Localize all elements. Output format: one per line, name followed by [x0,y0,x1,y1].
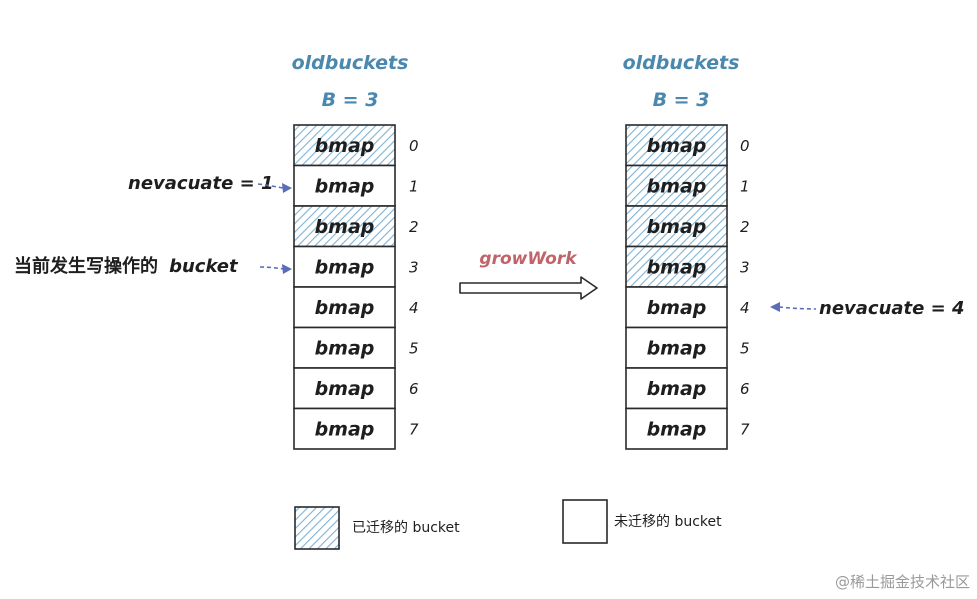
right-bucket-cell-3 [625,245,728,288]
left-nevacuate-arrow-line [257,183,285,189]
left-bucket-index-7: 7 [409,421,419,439]
right-bucket-cell-5 [625,326,728,369]
left-bucket-title: oldbuckets [292,52,409,74]
right-bucket-index-1: 1 [740,178,750,196]
right-bucket-cell-label-6: bmap [647,378,707,400]
left-bucket-index-0: 0 [409,137,419,155]
right-bucket-index-3: 3 [740,259,750,277]
legend-migrated-swatch [294,506,340,550]
growwork-transition: growWork [459,249,598,300]
legend-unmigrated-label: 未迁移的 bucket [614,514,722,530]
left-bucket-cell-label-1: bmap [315,176,375,198]
right-bucket-cell-label-5: bmap [647,338,707,360]
right-bucket-index-6: 6 [740,380,750,398]
left-write-arrow-line [259,266,285,270]
left-bucket-subtitle: B = 3 [322,89,379,111]
right-bucket-title: oldbuckets [623,52,740,74]
right-bucket-cell-label-1: bmap [647,176,707,198]
left-bucket-index-3: 3 [409,259,419,277]
left-bucket-cell-label-6: bmap [315,378,375,400]
right-bucket-index-2: 2 [740,218,750,236]
left-bucket-cell-7 [293,407,396,450]
left-bucket-cell-label-3: bmap [315,257,375,279]
right-nevacuate-label: nevacuate = 4 [819,298,965,319]
right-bucket-cells: bmap 0 bmap 1 bmap 2 bmap 3 bmap 4 bmap 5 bmap 6 bmap 7 [625,124,750,450]
right-bucket-index-7: 7 [740,421,750,439]
left-bucket-cell-label-5: bmap [315,338,375,360]
right-bucket-cell-label-7: bmap [647,419,707,441]
right-bucket-cell-label-4: bmap [647,297,707,319]
right-bucket-cell-label-3: bmap [647,257,707,279]
left-bucket-index-4: 4 [409,299,419,317]
left-nevacuate-pointer: nevacuate = 1 [128,173,292,194]
left-bucket-cell-1 [293,164,396,207]
left-bucket-cell-label-7: bmap [315,419,375,441]
right-nevacuate-arrow-line [778,306,817,310]
growwork-arrow [459,276,598,300]
right-bucket-index-4: 4 [740,299,750,317]
left-bucket-cells: bmap 0 bmap 1 bmap 2 bmap 3 bmap 4 bmap 5 bmap 6 bmap 7 [293,124,419,450]
left-bucket-index-2: 2 [409,218,419,236]
left-bucket-cell-label-4: bmap [315,297,375,319]
left-bucket-cell-0 [293,124,396,167]
left-bucket-cell-5 [293,326,396,369]
left-nevacuate-label: nevacuate = 1 [128,173,274,194]
legend-migrated-label: 已迁移的 bucket [352,520,460,536]
legend-unmigrated-swatch [562,499,608,544]
right-bucket-cell-label-2: bmap [647,216,707,238]
left-bucket-cell-label-2: bmap [315,216,375,238]
right-bucket-cell-7 [625,407,728,450]
left-bucket-cell-label-0: bmap [315,135,375,157]
right-nevacuate-arrow-head [770,302,780,312]
right-bucket-cell-2 [625,205,728,248]
left-bucket-index-1: 1 [409,178,419,196]
left-write-label: 当前发生写操作的 bucket [14,255,239,277]
left-bucket-cell-3 [293,245,396,288]
growwork-label: growWork [479,249,578,269]
left-write-label-bucket: bucket [169,256,239,277]
right-bucket-index-0: 0 [740,137,750,155]
right-bucket-cell-1 [625,164,728,207]
left-write-arrow-head [282,264,292,274]
left-nevacuate-arrow-head [282,183,292,193]
right-bucket-subtitle: B = 3 [653,89,710,111]
left-write-label-cjk: 当前发生写操作的 [14,255,158,277]
right-nevacuate-pointer: nevacuate = 4 [770,298,965,319]
legend: 已迁移的 bucket 未迁移的 bucket [294,499,722,550]
left-bucket-index-5: 5 [409,340,419,358]
left-bucket-index-6: 6 [409,380,419,398]
left-write-pointer: 当前发生写操作的 bucket [14,255,292,277]
right-bucket-cell-label-0: bmap [647,135,707,157]
right-bucket-index-5: 5 [740,340,750,358]
watermark: @稀土掘金技术社区 [835,573,970,591]
